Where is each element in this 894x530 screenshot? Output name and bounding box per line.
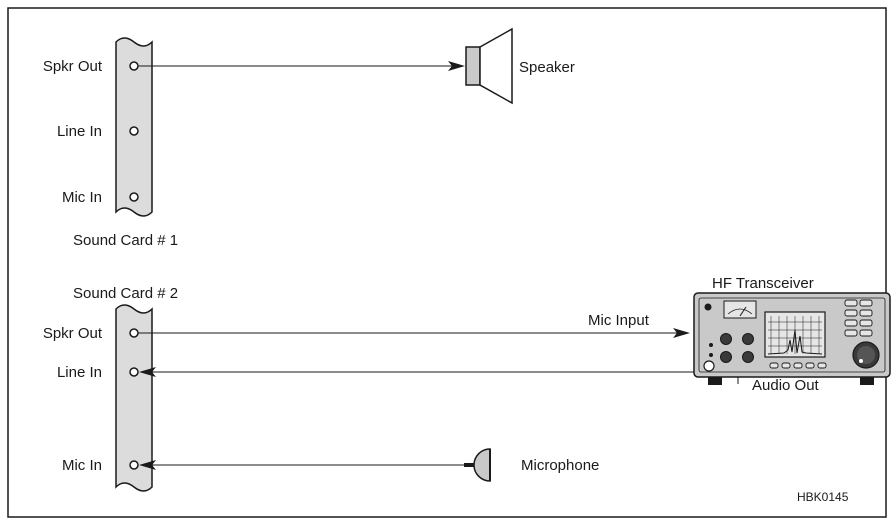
card2-mic-in-label: Mic In bbox=[62, 457, 102, 474]
card1-spkr-out-label: Spkr Out bbox=[43, 58, 103, 75]
card1-spkr-out-jack bbox=[130, 62, 138, 70]
figure-code: HBK0145 bbox=[797, 490, 849, 504]
audio-out-label: Audio Out bbox=[752, 377, 820, 394]
card2-line-in-jack bbox=[130, 368, 138, 376]
card2-mic-in-jack bbox=[130, 461, 138, 469]
card1-mic-in-label: Mic In bbox=[62, 189, 102, 206]
microphone-label: Microphone bbox=[521, 457, 599, 474]
card2-spkr-out-jack bbox=[130, 329, 138, 337]
card1-caption: Sound Card # 1 bbox=[73, 232, 178, 249]
speaker-label: Speaker bbox=[519, 59, 575, 76]
card2-line-in-label: Line In bbox=[57, 364, 102, 381]
transceiver-label: HF Transceiver bbox=[712, 275, 814, 292]
card2-caption: Sound Card # 2 bbox=[73, 285, 178, 302]
card1-mic-in-jack bbox=[130, 193, 138, 201]
hf-transceiver-icon bbox=[694, 293, 890, 385]
card1-line-in-label: Line In bbox=[57, 123, 102, 140]
card2-spkr-out-label: Spkr Out bbox=[43, 325, 103, 342]
mic-input-label: Mic Input bbox=[588, 312, 650, 329]
card1-line-in-jack bbox=[130, 127, 138, 135]
